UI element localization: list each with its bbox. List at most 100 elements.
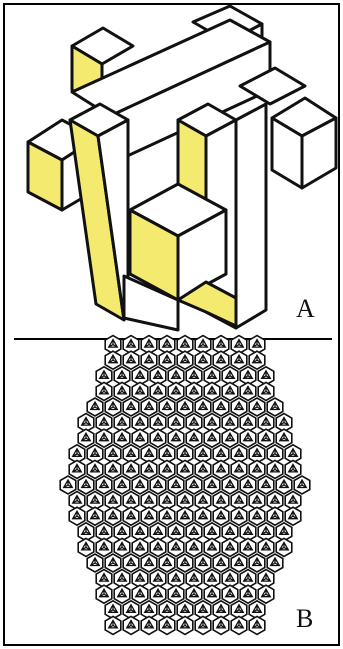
tile-motif: [159, 507, 175, 525]
tile-motif: [150, 476, 166, 494]
tile-motif: [96, 429, 112, 447]
tile-motif: [231, 507, 247, 525]
tile-motif: [123, 554, 139, 572]
tile-motif: [78, 476, 94, 494]
tile-motif: [87, 398, 103, 416]
tile-motif: [114, 585, 130, 603]
tile-motif: [60, 476, 76, 494]
tile-motif: [249, 616, 265, 634]
tile-motif: [231, 398, 247, 416]
panel-a-label: A: [296, 296, 315, 322]
tile-motif: [141, 554, 157, 572]
tile-motif: [258, 585, 274, 603]
tile-motif: [294, 476, 310, 494]
tile-motif: [132, 476, 148, 494]
tile-motif: [87, 460, 103, 478]
tile-motif: [132, 538, 148, 556]
tile-motif: [105, 460, 121, 478]
tile-motif: [213, 554, 229, 572]
tile-motif: [186, 382, 202, 400]
tile-motif: [123, 507, 139, 525]
tile-motif: [87, 554, 103, 572]
tile-motif: [177, 460, 193, 478]
tile-motif: [150, 585, 166, 603]
tile-motif: [105, 398, 121, 416]
tile-motif: [123, 398, 139, 416]
tile-motif: [141, 351, 157, 369]
tile-motif: [285, 507, 301, 525]
tile-motif: [195, 351, 211, 369]
tile-motif: [195, 507, 211, 525]
tile-motif: [240, 429, 256, 447]
tile-motif: [267, 460, 283, 478]
interlocking-bars-illustration: [0, 0, 343, 340]
tile-motif: [177, 616, 193, 634]
tile-motif: [177, 554, 193, 572]
tile-motif: [240, 585, 256, 603]
tile-motif: [168, 382, 184, 400]
tile-motif: [204, 585, 220, 603]
tile-motif: [105, 616, 121, 634]
tile-motif: [222, 382, 238, 400]
tile-motif: [204, 476, 220, 494]
tile-motif: [177, 398, 193, 416]
tile-motif: [114, 476, 130, 494]
tile-motif: [186, 585, 202, 603]
tile-motif: [240, 382, 256, 400]
tile-motif: [222, 585, 238, 603]
tile-motif: [195, 460, 211, 478]
tile-motif: [96, 382, 112, 400]
tile-motif: [222, 476, 238, 494]
tile-motif: [78, 429, 94, 447]
tile-motif: [141, 507, 157, 525]
tile-motif: [132, 585, 148, 603]
tile-motif: [276, 429, 292, 447]
tile-motif: [213, 460, 229, 478]
tile-motif: [177, 507, 193, 525]
tile-motif: [258, 538, 274, 556]
tile-motif: [204, 382, 220, 400]
hexagonal-tiling-illustration: [0, 350, 343, 640]
tile-motif: [258, 476, 274, 494]
tile-motif: [231, 554, 247, 572]
tile-motif: [177, 351, 193, 369]
tile-motif: [186, 538, 202, 556]
tile-motif: [96, 538, 112, 556]
tile-motif: [249, 460, 265, 478]
tile-motif: [186, 429, 202, 447]
tile-motif: [159, 460, 175, 478]
tile-motif: [267, 398, 283, 416]
tile-motif: [150, 382, 166, 400]
pillar-right-side: [236, 104, 266, 328]
tile-motif: [114, 382, 130, 400]
tile-motif: [69, 507, 85, 525]
tile-motif: [285, 460, 301, 478]
tile-motif: [159, 554, 175, 572]
tile-motif: [105, 351, 121, 369]
tile-motif: [267, 554, 283, 572]
tile-motif: [213, 351, 229, 369]
tile-motif: [276, 538, 292, 556]
tile-motif: [114, 429, 130, 447]
tile-motif: [123, 616, 139, 634]
tile-motif: [240, 538, 256, 556]
tile-motif: [276, 476, 292, 494]
tile-motif: [249, 351, 265, 369]
tile-motif: [231, 351, 247, 369]
tile-motif: [96, 585, 112, 603]
tile-motif: [168, 476, 184, 494]
tile-motif: [123, 351, 139, 369]
tile-motif: [78, 538, 94, 556]
tile-motif: [204, 538, 220, 556]
tile-motif: [96, 476, 112, 494]
tile-motif: [123, 460, 139, 478]
tile-motif: [159, 351, 175, 369]
tile-motif: [249, 554, 265, 572]
tile-motif: [168, 585, 184, 603]
tile-motif: [114, 538, 130, 556]
tile-motif: [105, 507, 121, 525]
tile-motif: [204, 429, 220, 447]
tile-motif: [141, 398, 157, 416]
tile-motif: [159, 616, 175, 634]
tile-motif: [231, 460, 247, 478]
